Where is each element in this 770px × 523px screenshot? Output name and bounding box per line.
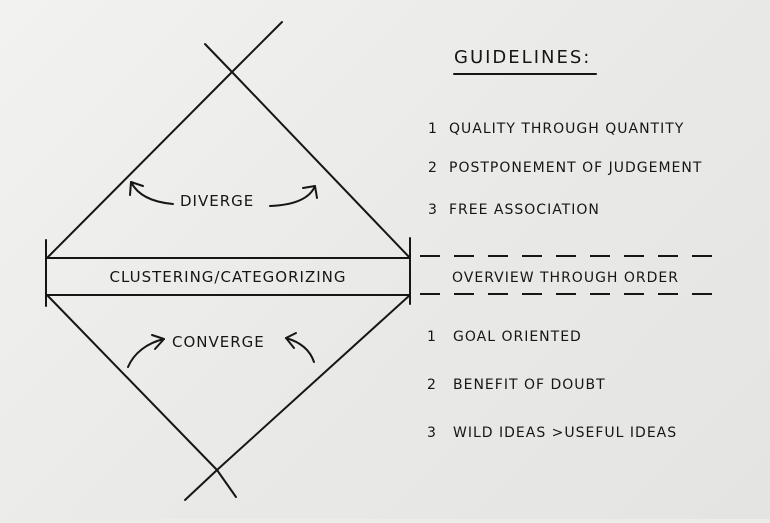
diverge-right-arrow [269, 185, 316, 207]
converge-right-edge [216, 294, 411, 471]
converge-guideline-1: GOAL ORIENTED [453, 329, 582, 345]
diverge-guideline-1-num: 1 [428, 121, 438, 137]
diverge-guideline-3: FREE ASSOCIATION [449, 202, 600, 218]
converge-guideline-1-num: 1 [427, 329, 437, 345]
guidelines-heading: GUIDELINES: [454, 47, 591, 68]
diverge-left-arrowhead-icon [129, 181, 144, 196]
converge-left-arrowhead-icon [151, 334, 165, 350]
converge-right-extension [216, 469, 237, 498]
clustering-label: CLUSTERING/CATEGORIZING [110, 268, 347, 286]
converge-guideline-list: 1 GOAL ORIENTED 2 BENEFIT OF DOUBT 3 WIL… [427, 329, 677, 441]
overview-label: OVERVIEW THROUGH ORDER [452, 270, 679, 286]
diverge-guideline-2: POSTPONEMENT OF JUDGEMENT [449, 160, 702, 176]
converge-label: CONVERGE [172, 333, 265, 351]
diverge-left-edge [46, 71, 233, 259]
diverge-guideline-1: QUALITY THROUGH QUANTITY [449, 121, 684, 137]
diverge-left-arrow [130, 181, 174, 205]
diverge-right-extension [204, 43, 233, 73]
converge-left-arrow [127, 338, 165, 368]
converge-guideline-2-num: 2 [427, 377, 437, 393]
diverge-left-extension [231, 21, 283, 73]
converge-right-arrowhead-icon [285, 332, 297, 349]
converge-right-arrow [285, 337, 315, 363]
converge-left-extension [184, 469, 218, 501]
converge-guideline-2: BENEFIT OF DOUBT [453, 377, 606, 393]
diverge-right-arrowhead-icon [302, 185, 318, 199]
diverge-guideline-list: 1 QUALITY THROUGH QUANTITY 2 POSTPONEMEN… [428, 121, 702, 218]
diverge-label: DIVERGE [180, 192, 254, 210]
diverge-guideline-3-num: 3 [428, 202, 438, 218]
converge-guideline-3-num: 3 [427, 425, 437, 441]
diverge-right-edge [231, 71, 411, 259]
diverge-guideline-2-num: 2 [428, 160, 438, 176]
converge-left-edge [46, 294, 218, 471]
converge-guideline-3: WILD IDEAS >USEFUL IDEAS [453, 425, 677, 441]
